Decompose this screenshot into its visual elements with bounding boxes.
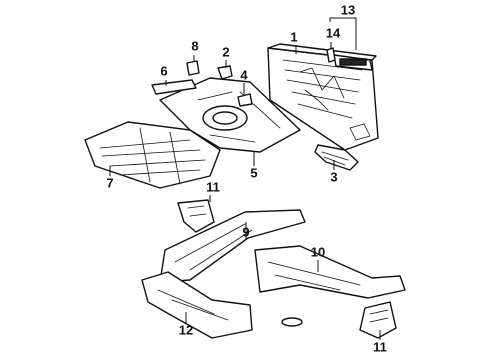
callout-13: 13 [341,2,355,17]
callout-3: 3 [330,169,337,184]
leader-13 [329,17,357,50]
callout-4: 4 [240,67,248,82]
callout-12: 12 [179,322,193,337]
part-floor-crossmember[interactable] [151,79,197,95]
callout-10: 10 [311,244,325,259]
part-side-bracket-upper[interactable] [177,199,215,233]
part-rear-frame-rail[interactable] [254,245,406,327]
callout-8: 8 [191,38,198,53]
leader-lines [109,17,381,340]
part-front-floor-pan[interactable] [84,121,221,189]
callout-labels: 1 2 3 4 5 6 7 8 9 10 11 11 12 13 14 [106,2,386,354]
callout-14: 14 [326,25,341,40]
part-side-bracket-lower[interactable] [359,301,397,339]
callout-1: 1 [290,29,297,44]
part-small-clip[interactable] [326,47,336,63]
part-rear-floor-pan[interactable] [159,77,301,153]
callout-2: 2 [222,44,229,59]
callout-9: 9 [242,224,249,239]
callout-6: 6 [160,63,167,78]
part-bracket-4[interactable] [237,93,253,107]
part-bracket-8[interactable] [186,60,200,76]
callout-5: 5 [250,165,257,180]
callout-11-lower: 11 [373,339,387,354]
part-reinforcement[interactable] [314,144,359,171]
part-bracket-2[interactable] [217,65,233,80]
callout-7: 7 [106,175,113,190]
part-rear-bracket[interactable] [333,54,373,71]
part-lower-crossmember[interactable] [141,271,253,339]
callout-11-upper: 11 [206,179,220,194]
part-rear-panel[interactable] [267,43,379,151]
